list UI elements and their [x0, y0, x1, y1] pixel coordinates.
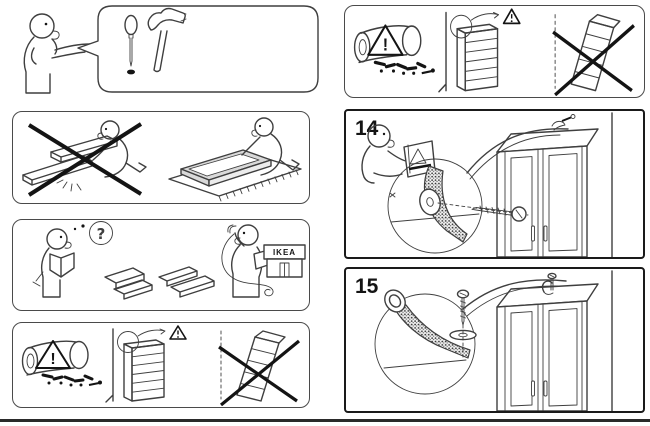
panel-anti-tip-right: !: [344, 5, 645, 98]
panel-step-15: 15: [344, 267, 645, 413]
question-mark: ?: [97, 225, 106, 243]
warning-mark: !: [50, 351, 55, 368]
store-sign-label: IKEA: [273, 248, 296, 257]
question-bubble-icon: ?: [89, 221, 113, 245]
speech-bubble-icon: [77, 5, 319, 93]
warning-triangle-icon: [169, 325, 187, 340]
screw-icon: [541, 272, 557, 295]
manual-icon: [49, 252, 75, 278]
screw-icon: [456, 289, 470, 326]
panel-step-14: 14: [344, 109, 645, 259]
step-number: 15: [355, 275, 379, 298]
page-bottom-rule: [0, 419, 650, 422]
hardware-scatter-icon: [41, 373, 102, 387]
tipping-bookcase-scene: [552, 13, 635, 96]
warning-mark: !: [383, 35, 388, 55]
hammer-icon: [147, 7, 187, 73]
wardrobe-icon: [496, 272, 599, 411]
screw-icon: [471, 205, 527, 222]
reader-person-icon: [361, 124, 436, 184]
phone-scene: IKEA: [158, 224, 306, 298]
highlight-circle-icon: [117, 331, 139, 353]
panel-help: ?: [12, 219, 310, 311]
warning-triangle-icon: !: [367, 24, 404, 56]
box-frame-icon: [180, 149, 272, 187]
cross-icon: [552, 24, 635, 96]
step-number: 14: [355, 117, 379, 140]
bookcase-anchored: [105, 325, 187, 403]
confused-person-icon: ?: [32, 221, 153, 300]
instruction-roll-icon: !: [21, 340, 102, 387]
instruction-roll-icon: !: [353, 24, 435, 75]
bookcase-icon: [456, 23, 499, 92]
frame-parts-icon: [104, 267, 153, 300]
arrow-icon: [470, 12, 500, 21]
wall-line-icon: [105, 328, 114, 403]
warning-triangle-icon: [502, 8, 521, 25]
person-icon: [23, 13, 94, 94]
bookcase-icon: [123, 339, 165, 402]
bookcase-anchored: [438, 8, 521, 93]
arrow-icon: [137, 328, 166, 337]
store-icon: IKEA: [263, 244, 306, 278]
panel-anti-tip-left: !: [12, 322, 310, 408]
panel-soft-surface: [12, 111, 310, 204]
washer-icon: [419, 188, 441, 216]
strap-eyelet-icon: [384, 289, 406, 313]
magnifier-circle-icon: [387, 158, 483, 254]
anti-tip-strap-icon: [389, 299, 471, 359]
hard-floor-scene: [22, 120, 147, 197]
cross-icon: [218, 339, 301, 406]
highlight-circle-icon: [450, 14, 473, 39]
phone-cord-icon: [221, 233, 274, 297]
cross-icon: [27, 122, 143, 197]
panel-tools: [0, 0, 330, 100]
hardware-scatter-icon: [373, 60, 435, 75]
leader-curve-icon: [466, 128, 569, 180]
awl-icon: [124, 14, 138, 75]
rug-scene: [168, 117, 302, 202]
leader-curve-icon: [462, 279, 567, 317]
magnifier-circle-icon: [374, 293, 476, 395]
warning-triangle-icon: !: [35, 340, 71, 369]
kneeling-person-icon: [241, 117, 300, 176]
wall-line-icon: [438, 11, 447, 93]
tipping-bookcase-scene: [218, 330, 301, 406]
